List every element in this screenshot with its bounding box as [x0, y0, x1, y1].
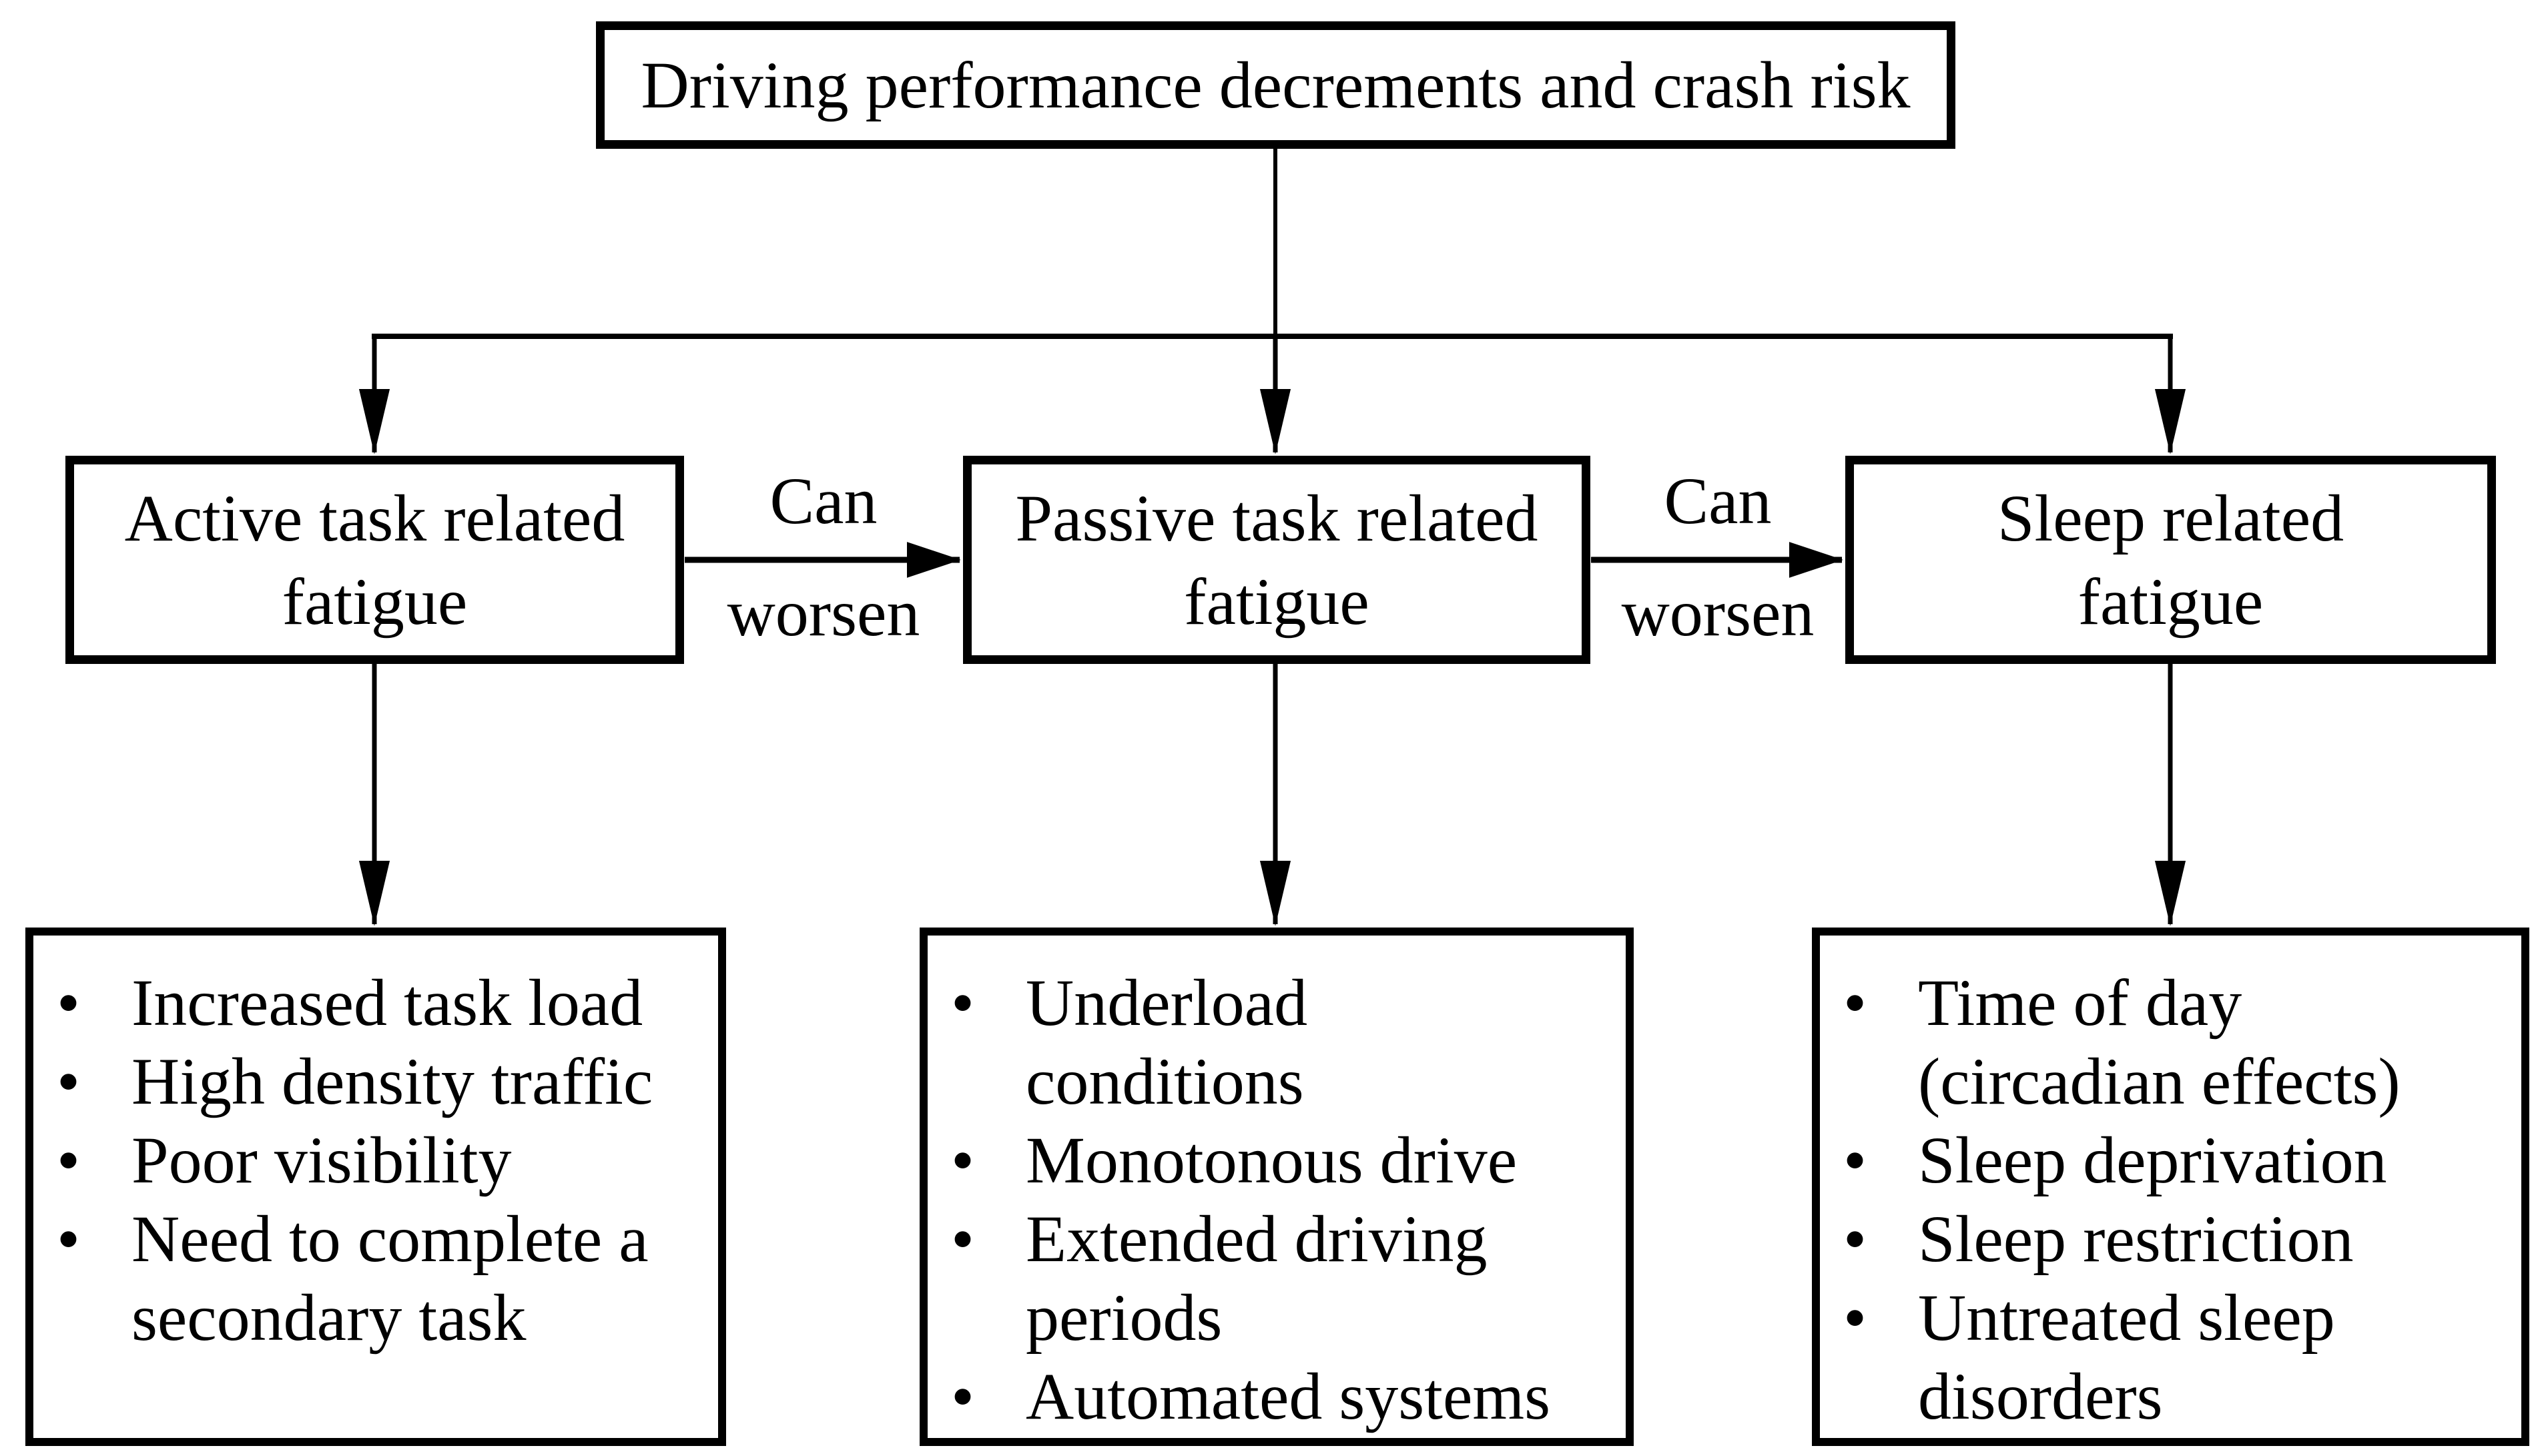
factor-text: Extended driving periods: [1026, 1202, 1488, 1355]
factor-item: • Untreated sleep disorders: [1843, 1279, 2485, 1436]
factor-item: • Increased task load: [57, 964, 681, 1042]
factor-text: Underload conditions: [1026, 966, 1308, 1118]
sleep-fatigue-box: Sleep related fatigue: [1845, 456, 2496, 664]
bullet-icon: •: [1843, 1123, 1867, 1197]
can-worsen-bottom-2: worsen: [1621, 576, 1815, 650]
passive-fatigue-label: Passive task related fatigue: [1015, 481, 1538, 639]
factor-item: • Monotonous drive: [951, 1121, 1589, 1200]
crash-risk-label: Driving performance decrements and crash…: [641, 48, 1911, 122]
factor-item: • Automated systems: [951, 1357, 1589, 1436]
bullet-icon: •: [951, 966, 975, 1040]
bullet-icon: •: [57, 1202, 81, 1276]
crash-risk-box: Driving performance decrements and crash…: [596, 21, 1955, 149]
factor-text: Need to complete a secondary task: [131, 1202, 649, 1355]
active-factors-box: • Increased task load • High density tra…: [25, 928, 726, 1446]
factor-item: • Sleep restriction: [1843, 1200, 2485, 1279]
bullet-icon: •: [951, 1359, 975, 1433]
passive-factors-list: • Underload conditions • Monotonous driv…: [928, 936, 1626, 1436]
factor-text: Monotonous drive: [1026, 1123, 1518, 1197]
factor-item: • Extended driving periods: [951, 1200, 1589, 1357]
sleep-factors-box: • Time of day (circadian effects) • Slee…: [1812, 928, 2529, 1446]
bullet-icon: •: [1843, 1202, 1867, 1276]
bullet-icon: •: [951, 1202, 975, 1276]
factor-text: Poor visibility: [131, 1123, 512, 1197]
bullet-icon: •: [57, 1123, 81, 1197]
factor-text: Untreated sleep disorders: [1918, 1281, 2335, 1433]
sleep-factors-list: • Time of day (circadian effects) • Slee…: [1820, 936, 2521, 1436]
factor-text: High density traffic: [131, 1044, 653, 1118]
factor-item: • Need to complete a secondary task: [57, 1200, 681, 1357]
factor-item: • High density traffic: [57, 1042, 681, 1121]
bullet-icon: •: [1843, 1281, 1867, 1355]
factor-item: • Poor visibility: [57, 1121, 681, 1200]
bullet-icon: •: [57, 1044, 81, 1118]
passive-factors-box: • Underload conditions • Monotonous driv…: [920, 928, 1634, 1446]
factor-text: Increased task load: [131, 966, 643, 1040]
factor-text: Automated systems: [1026, 1359, 1551, 1433]
can-worsen-label-2: Can worsen: [1590, 464, 1845, 651]
factor-text: Sleep restriction: [1918, 1202, 2354, 1276]
bullet-icon: •: [57, 966, 81, 1040]
bullet-icon: •: [1843, 966, 1867, 1040]
active-fatigue-label: Active task related fatigue: [124, 481, 625, 639]
passive-fatigue-box: Passive task related fatigue: [963, 456, 1590, 664]
can-worsen-bottom-1: worsen: [727, 576, 920, 650]
bullet-icon: •: [951, 1123, 975, 1197]
can-worsen-label-1: Can worsen: [684, 464, 963, 651]
active-factors-list: • Increased task load • High density tra…: [33, 936, 718, 1357]
factor-text: Time of day (circadian effects): [1918, 966, 2401, 1118]
factor-item: • Time of day (circadian effects): [1843, 964, 2485, 1121]
active-fatigue-box: Active task related fatigue: [65, 456, 684, 664]
can-worsen-top-1: Can: [769, 464, 878, 538]
can-worsen-top-2: Can: [1664, 464, 1772, 538]
factor-text: Sleep deprivation: [1918, 1123, 2387, 1197]
factor-item: • Underload conditions: [951, 964, 1589, 1121]
factor-item: • Sleep deprivation: [1843, 1121, 2485, 1200]
sleep-fatigue-label: Sleep related fatigue: [1997, 481, 2344, 639]
